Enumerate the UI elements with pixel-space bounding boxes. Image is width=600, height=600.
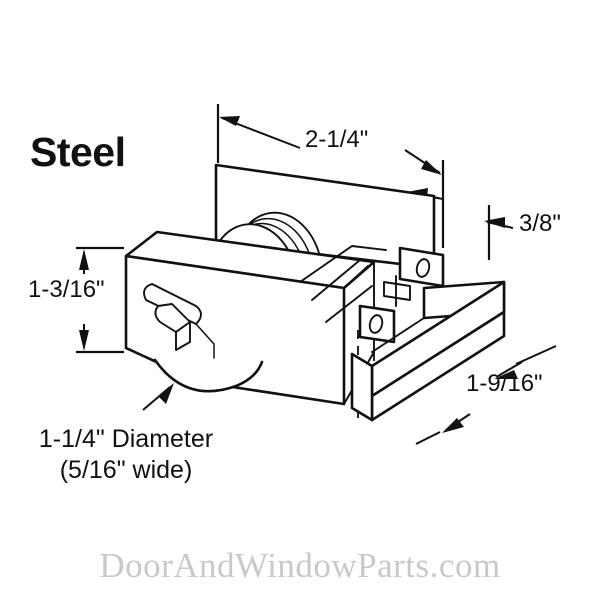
interior-diagonal-b xyxy=(311,259,361,301)
interior-diagonal-c xyxy=(325,285,373,323)
dimension-flange-thickness xyxy=(407,188,514,260)
channel-groove-line xyxy=(371,317,425,353)
material-label: Steel xyxy=(30,129,126,175)
arrowhead-down xyxy=(79,330,89,351)
leader-wheel-diameter xyxy=(142,383,174,411)
arrowhead xyxy=(484,217,505,228)
caption-line-diameter: 1-1/4" Diameter xyxy=(38,425,214,453)
dimension-line-upper xyxy=(515,345,557,365)
interior-diagonal-a xyxy=(299,245,387,283)
dimension-label-flange-thickness: 3/8" xyxy=(519,210,561,237)
arrowhead-up xyxy=(79,249,89,270)
arrowhead-right xyxy=(421,160,442,175)
mounting-hole-upper xyxy=(415,258,431,278)
slot-lead-edge xyxy=(195,323,215,359)
dimension-line-lower xyxy=(415,431,441,445)
arrowhead-lower xyxy=(442,418,464,433)
mounting-hole-lower xyxy=(368,314,384,334)
caption-line-width: (5/16" wide) xyxy=(59,456,193,485)
dimension-label-housing-height: 1-3/16" xyxy=(28,276,105,303)
dimension-label-channel-width: 1-9/16" xyxy=(466,370,543,397)
dimension-housing-height xyxy=(76,246,124,354)
channel-bracket xyxy=(350,280,506,422)
site-watermark: DoorAndWindowParts.com xyxy=(99,546,501,585)
housing-inner-corner xyxy=(343,265,369,289)
arrowhead-upper xyxy=(494,370,518,379)
flange-step-tab xyxy=(383,281,411,301)
dimension-channel-width xyxy=(415,345,557,445)
housing-interior-shelf xyxy=(299,245,387,323)
slot-tab-side xyxy=(175,321,191,351)
arrowhead-left xyxy=(219,116,240,126)
leader-arrowhead xyxy=(158,383,174,404)
wheel-protrusion xyxy=(153,358,264,393)
adjustment-slot xyxy=(143,283,215,359)
dimension-overall-length xyxy=(216,104,445,248)
wheel-bottom-arc xyxy=(153,358,264,393)
dimension-label-overall-length: 2-1/4" xyxy=(305,126,369,153)
dimension-arrow-upper xyxy=(497,361,523,377)
channel-end-top-edge xyxy=(351,353,373,367)
mounting-flange xyxy=(358,246,445,344)
wheel-diameter-caption: 1-1/4" Diameter (5/16" wide) xyxy=(16,424,236,487)
